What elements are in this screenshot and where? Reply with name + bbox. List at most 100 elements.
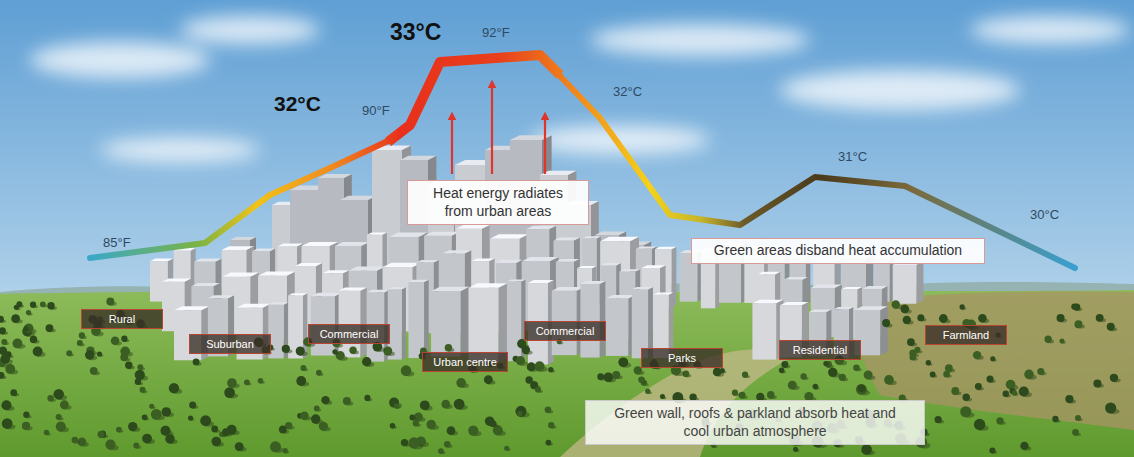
tree [930, 372, 936, 378]
tree [189, 401, 196, 408]
building-roof [311, 293, 342, 297]
tree [244, 379, 250, 385]
tree [1044, 336, 1051, 343]
zone-name: Parks [652, 351, 712, 365]
tree [1093, 379, 1101, 387]
tree [30, 302, 36, 308]
tree [362, 357, 371, 366]
zone-label: Suburban [189, 334, 271, 354]
tree [332, 349, 337, 354]
tree [864, 370, 873, 379]
tree [813, 384, 819, 390]
building-roof [526, 226, 556, 229]
tree [77, 340, 83, 346]
building-roof [600, 263, 620, 265]
tree [951, 387, 959, 395]
building-roof [230, 237, 256, 240]
tree [638, 377, 645, 384]
tree [97, 351, 102, 356]
building-roof [553, 238, 579, 241]
building-roof [834, 307, 854, 309]
building-side [360, 288, 367, 358]
heat-arrow [544, 116, 546, 174]
tree [548, 422, 554, 428]
tree [390, 423, 396, 429]
tree [960, 304, 965, 309]
tree [222, 428, 230, 436]
tree [444, 441, 451, 448]
building-roof [456, 225, 490, 229]
building-roof [323, 270, 349, 273]
building-roof [619, 269, 640, 271]
tree [939, 314, 948, 323]
building-roof [552, 287, 584, 291]
tree [56, 414, 62, 420]
building-roof [288, 293, 307, 295]
callout-box: Green areas disband heat accumulation [691, 238, 985, 264]
building-roof [388, 287, 406, 289]
building-side [402, 287, 406, 359]
tree [1059, 338, 1064, 343]
tree [468, 425, 478, 435]
tree [296, 376, 306, 386]
building-front [507, 282, 521, 362]
building-roof [809, 309, 831, 312]
tree [408, 437, 419, 448]
tree [884, 375, 894, 385]
zone-label: Parks [641, 348, 723, 368]
tree [321, 396, 329, 404]
building-side [498, 283, 507, 362]
temperature-label: 31°C [838, 150, 867, 164]
zone-name: Rural [92, 312, 152, 326]
zone-label: Urban centre [422, 352, 508, 372]
tree [33, 346, 43, 356]
cloud [780, 70, 1020, 110]
tree [11, 314, 20, 323]
tree [882, 319, 890, 327]
tree [793, 447, 798, 452]
tree [742, 372, 748, 378]
building-front [606, 298, 628, 355]
tree [989, 447, 995, 453]
building-roof [595, 231, 626, 235]
tree [5, 364, 15, 374]
tree [121, 336, 127, 342]
building-roof [258, 271, 295, 275]
tree [548, 367, 553, 372]
building-roof [636, 246, 657, 248]
tree [612, 371, 620, 379]
building-roof [222, 273, 259, 277]
tree [978, 314, 987, 323]
building-roof [367, 290, 390, 293]
building-roof [522, 257, 559, 261]
building-roof [655, 247, 676, 249]
tree [79, 332, 85, 338]
box-text: Green wall, roofs & parkland absorb heat… [606, 405, 904, 440]
cloud [100, 138, 260, 162]
tree [258, 378, 263, 383]
tree [66, 350, 72, 356]
building [580, 281, 605, 357]
tree [974, 419, 985, 430]
tree [90, 367, 98, 375]
heat-curve [90, 55, 1075, 268]
building-roof [416, 260, 438, 263]
tree [1, 339, 7, 345]
tree [800, 373, 806, 379]
tree [739, 392, 746, 399]
building-roof [389, 233, 427, 237]
tree [135, 370, 145, 380]
tree [140, 387, 146, 393]
tree [945, 364, 953, 372]
building-roof [174, 306, 209, 310]
tree [1074, 320, 1082, 328]
zone-name: Farmland [936, 328, 996, 342]
building [606, 295, 635, 356]
tree [135, 378, 142, 385]
building-roof [208, 295, 234, 298]
tree [907, 338, 915, 346]
tree [300, 412, 308, 420]
building-roof [496, 260, 522, 263]
